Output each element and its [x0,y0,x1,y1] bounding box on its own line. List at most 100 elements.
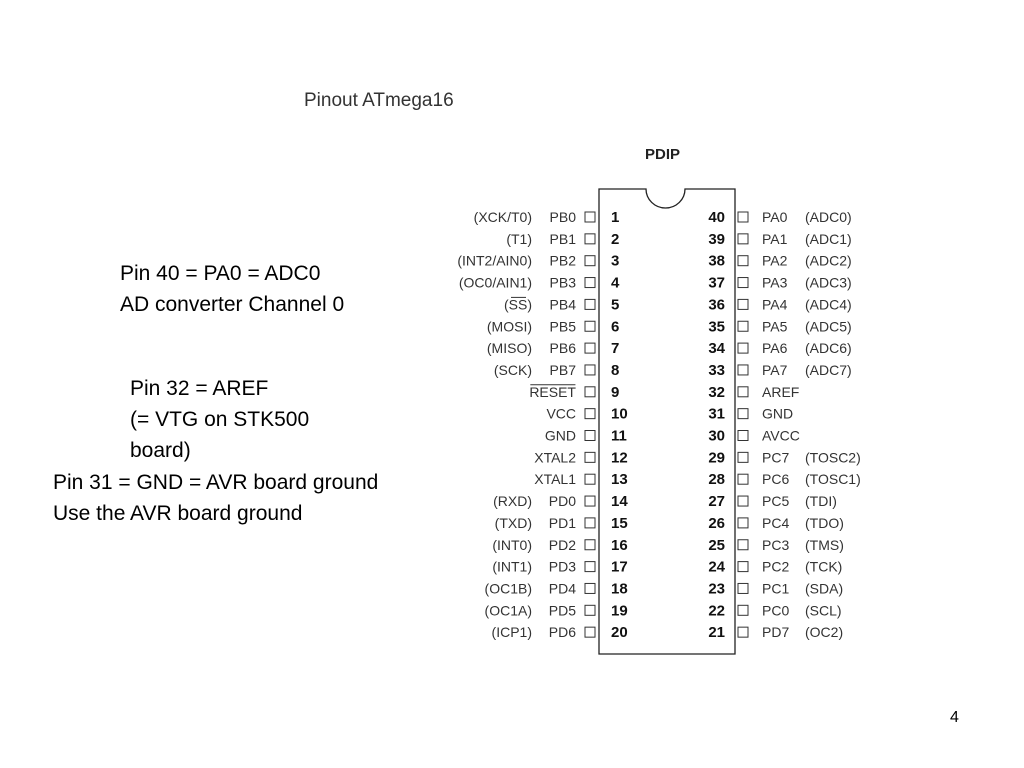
pin-stub [584,626,596,638]
pin-name: PC5 [762,493,789,509]
pin-name: PB6 [550,340,577,356]
pin-number: 2 [611,231,619,248]
pin-number: 16 [611,537,628,554]
pin-number: 20 [611,624,628,641]
pin-stub [737,539,749,551]
pin-alt-function: (XCK/T0) [474,209,532,225]
pin-name: GND [545,428,576,444]
pin-number: 1 [611,209,619,226]
pin-alt-function: (MISO) [487,340,532,356]
pin-number: 7 [611,340,619,357]
pin-name: PA5 [762,318,788,334]
pin-name: PD0 [549,493,576,509]
pin-alt-function: (ADC6) [805,340,852,356]
pin-stub [584,364,596,376]
pin-stub [737,233,749,245]
pin-stub [737,495,749,507]
pin-stub [737,626,749,638]
pin-name: PD7 [762,624,789,640]
pin-28: 28 PC6 (TOSC1) [708,471,860,488]
pin-number: 24 [708,559,725,576]
pin-27: 27 PC5 (TDI) [708,493,837,510]
pin-name: RESET [529,384,576,400]
pin-stub [584,320,596,332]
pin-alt-function: (INT0) [492,537,532,553]
pin-name: PD5 [549,602,576,618]
pin-number: 5 [611,296,619,313]
pin-alt-function: (SCK) [494,362,532,378]
pin-alt-function: (TCK) [805,559,842,575]
pin-number: 30 [708,428,725,445]
pin-alt-function: (ICP1) [492,624,532,640]
pin-alt-function: (OC1A) [485,602,532,618]
pin-alt-function: (ADC4) [805,296,852,312]
pin-stub [584,473,596,485]
package-label: PDIP [645,146,681,163]
pin-name: PC7 [762,449,789,465]
pin-name: PA1 [762,231,788,247]
pin-stub [584,298,596,310]
pin-alt-function: (MOSI) [487,318,532,334]
pin-stub [737,604,749,616]
note-pin32-line3: board) [130,439,191,462]
pin-number: 31 [708,406,725,423]
pin-alt-function: (SDA) [805,580,843,596]
pin-name: PD1 [549,515,576,531]
pin-alt-function: (OC2) [805,624,843,640]
page-number: 4 [950,709,959,726]
pin-stub [584,495,596,507]
pin-number: 26 [708,515,725,532]
pin-alt-function: (TMS) [805,537,844,553]
pin-number: 23 [708,580,725,597]
pin-stub [584,539,596,551]
pin-alt-function: (INT2/AIN0) [457,253,532,269]
note-pin31: Pin 31 = GND = AVR board ground Use the … [53,467,378,529]
pin-name: GND [762,406,793,422]
pin-alt-function: (TDI) [805,493,837,509]
pin-name: XTAL1 [534,471,576,487]
pin-number: 25 [708,537,725,554]
pin-alt-function: (TXD) [495,515,532,531]
pin-alt-function: (ADC5) [805,318,852,334]
pin-alt-function: (TOSC1) [805,471,861,487]
pin-name: PB2 [550,253,577,269]
pin-name: PC6 [762,471,789,487]
pin-alt-function: (ADC0) [805,209,852,225]
pin-alt-function: (SCL) [805,602,842,618]
pin-stub [737,298,749,310]
pin-number: 37 [708,275,725,292]
pin-name: PA2 [762,253,788,269]
pin-name: PA0 [762,209,788,225]
pin-stub [584,582,596,594]
pin-stub [737,255,749,267]
pin-stub [737,342,749,354]
pin-alt-function: (TOSC2) [805,449,861,465]
pin-number: 27 [708,493,725,510]
pin-alt-function: (TDO) [805,515,844,531]
note-pin40: Pin 40 = PA0 = ADC0 AD converter Channel… [120,258,344,320]
pin-number: 28 [708,471,725,488]
pin-name: PC0 [762,602,789,618]
pin-stub [584,211,596,223]
